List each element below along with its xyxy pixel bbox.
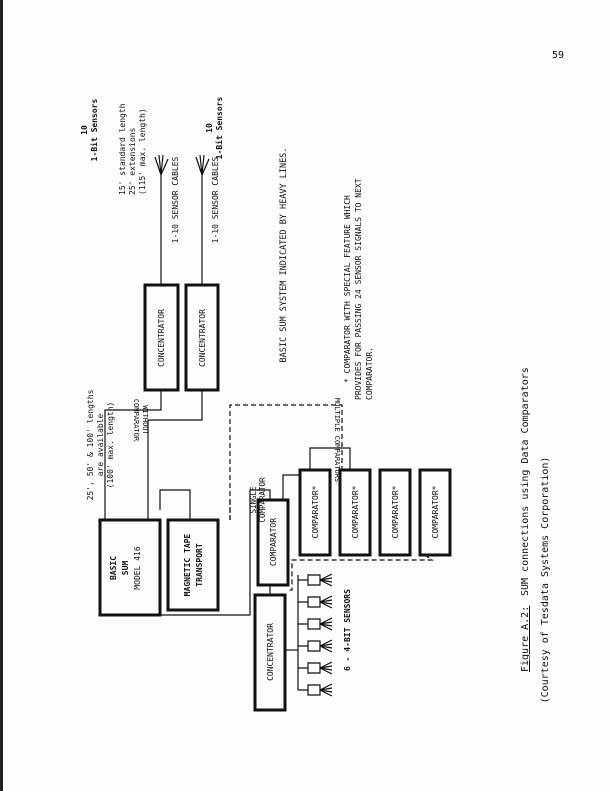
comparator-chain <box>282 474 300 500</box>
single-line1: SINGLE <box>249 486 258 514</box>
four-bit-sensor-icon-5 <box>298 661 333 675</box>
note-line2: PROVIDES FOR PASSING 24 SENSOR SIGNALS T… <box>354 178 363 400</box>
basic-sum-line1: BASIC <box>109 556 118 580</box>
cable-2 <box>147 390 203 520</box>
comparator-star-label-4: COMPARATOR* <box>431 485 440 538</box>
figure-label: Figure A.2: <box>520 606 531 672</box>
comparator-star-label-2: COMPARATOR* <box>351 485 360 538</box>
note-line1: * COMPARATOR WITH SPECIAL FEATURE WHICH <box>343 195 352 383</box>
note-line3: COMPARATOR. <box>365 347 374 400</box>
scan-edge <box>0 0 3 791</box>
comparator-star-label-1: COMPARATOR* <box>311 485 320 538</box>
courtesy-line: (Courtesy of Tesdata Systems Corporation… <box>540 457 551 704</box>
without-line2: COMPARATOR <box>132 399 140 442</box>
basic-sum-line2: SUM <box>121 561 130 576</box>
comparator-star-box-3 <box>378 468 412 557</box>
sensor-cables-label-1: 1-10 SENSOR CABLES <box>171 156 180 243</box>
four-bit-sensor-icon-3 <box>298 617 333 631</box>
four-bit-sensors-label: 6 - 4-BIT SENSORS <box>343 589 352 671</box>
tape-line2: TRANSPORT <box>195 543 204 587</box>
concentrator-label-1: CONCENTRATOR <box>157 309 166 367</box>
standard-line1: 15' standard length <box>118 103 127 195</box>
four-bit-sensor-group <box>298 573 333 697</box>
sensor-fan-icon-2 <box>195 154 210 176</box>
sensors10-top-label: 1-Bit Sensors <box>89 99 99 162</box>
page-number: 59 <box>552 50 564 61</box>
comparator-star-box-1 <box>298 468 332 557</box>
concentrator-label-3: CONCENTRATOR <box>266 623 275 681</box>
concentrator-label-2: CONCENTRATOR <box>198 309 207 367</box>
sum-comparator-link <box>159 489 271 616</box>
standard-line2: 25' extensions <box>128 127 137 195</box>
sensors10-bottom-count: 10 <box>205 123 214 133</box>
chain-2 <box>322 447 351 470</box>
sensor-cables-label-2: 1-10 SENSOR CABLES <box>211 156 220 243</box>
chain-1 <box>309 447 322 470</box>
lengths-line3: (100' max. length) <box>106 402 115 489</box>
multiple-comparator-route <box>229 404 343 520</box>
four-bit-sensor-icon-4 <box>298 639 333 653</box>
comparator-label: COMPARATOR <box>269 518 278 566</box>
four-bit-sensor-icon-6 <box>298 683 333 697</box>
cable-1 <box>104 390 162 520</box>
comparator-star-box-2 <box>338 468 372 557</box>
figure-title: SUM connections using Data Comparators <box>520 367 531 596</box>
sensors10-bottom-label: 1-Bit Sensors <box>214 97 224 160</box>
comparator-box <box>256 498 290 587</box>
heavy-lines-note: BASIC SUM SYSTEM INDICATED BY HEAVY LINE… <box>279 148 289 363</box>
without-line1: WITHOUT <box>141 405 149 435</box>
sensor-fan-icon-1 <box>154 154 169 176</box>
sum-tape-link <box>159 489 191 520</box>
comparator-star-box-4 <box>418 468 452 557</box>
basic-sum-line3: MODEL 416 <box>133 546 142 590</box>
standard-line3: (115' max. length) <box>138 108 147 195</box>
tape-transport-box <box>166 518 220 612</box>
comparator-star-group: COMPARATOR* COMPARATOR* COMPARATOR* COMP… <box>298 447 452 557</box>
comparator-return-route <box>288 554 434 591</box>
four-bit-sensor-icon-1 <box>298 573 333 587</box>
comparator-star-label-3: COMPARATOR* <box>391 485 400 538</box>
multiple-comparators-label: MULTIPLE COMPARATORS <box>333 398 341 482</box>
basic-sum-box <box>98 518 162 617</box>
sensors10-top-count: 10 <box>80 125 89 135</box>
lengths-line1: 25', 50' & 100' lengths <box>86 389 95 500</box>
four-bit-sensor-icon-2 <box>298 595 333 609</box>
tape-line1: MAGNETIC TAPE <box>183 534 192 597</box>
lengths-line2: are available <box>96 414 105 477</box>
